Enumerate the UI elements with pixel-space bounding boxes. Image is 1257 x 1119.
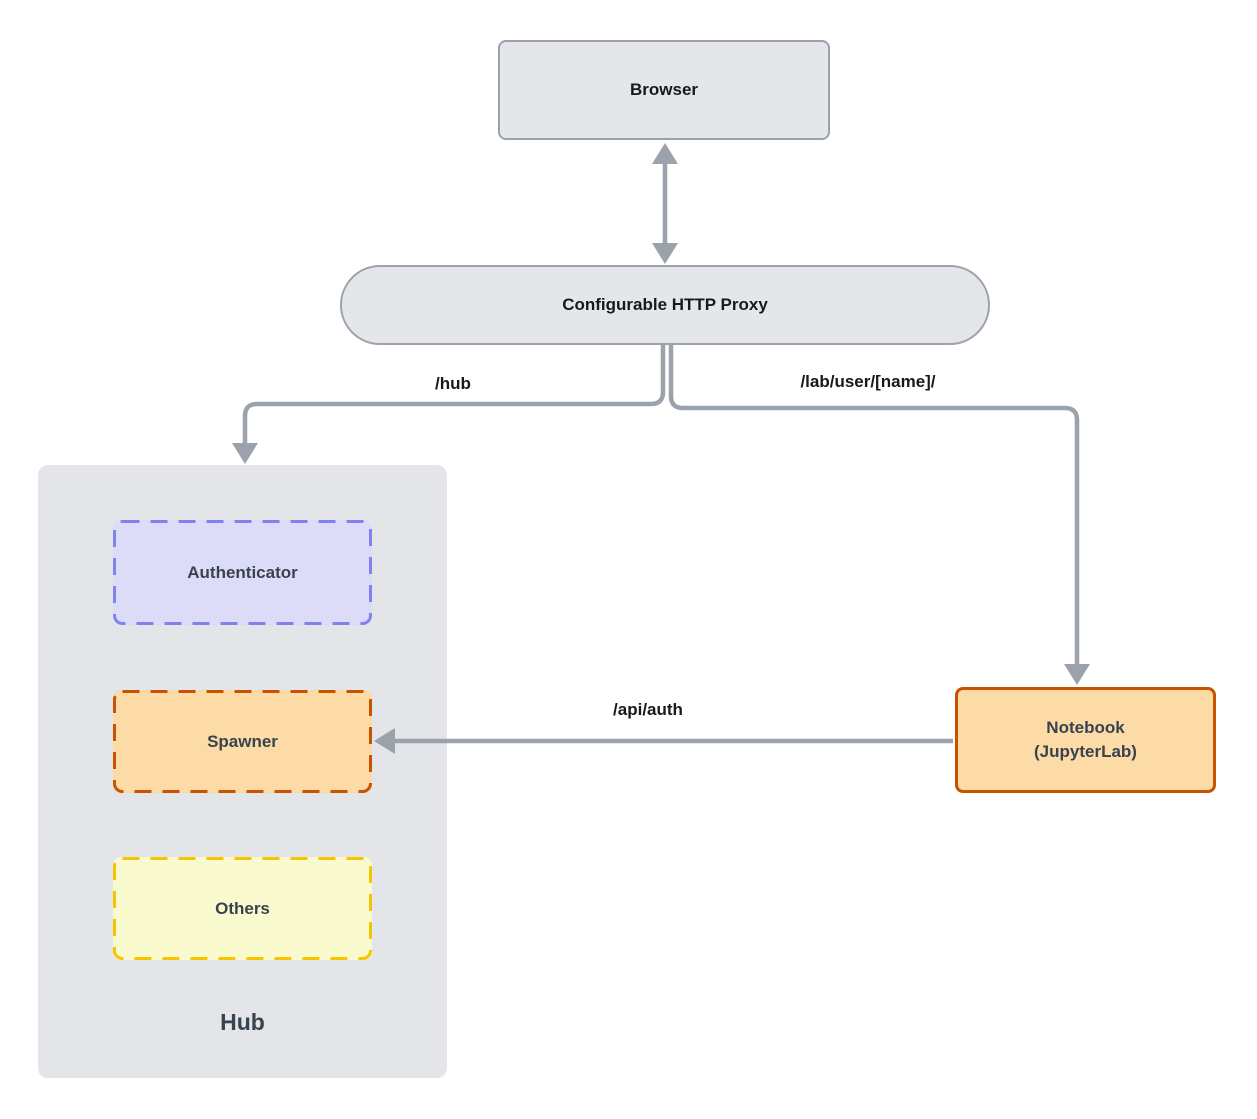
spawner-node-label: Spawner (207, 731, 278, 751)
arrowhead-up-to-browser (652, 143, 678, 164)
arrowhead-left-to-spawner (374, 728, 395, 754)
others-node: Others (113, 857, 372, 960)
notebook-node-label-line2: (JupyterLab) (1034, 742, 1137, 761)
notebook-node-label-line1: Notebook (1046, 718, 1125, 737)
arrowhead-down-to-notebook (1064, 664, 1090, 685)
others-node-label: Others (215, 898, 270, 918)
spawner-node: Spawner (113, 690, 372, 793)
authenticator-node-label: Authenticator (187, 562, 298, 582)
edge-label-hub-route: /hub (435, 374, 471, 393)
edge-proxy-hub-line (242, 345, 666, 446)
edge-proxy-notebook-line (668, 345, 1080, 667)
browser-node: Browser (498, 40, 830, 140)
configurable-http-proxy-node: Configurable HTTP Proxy (340, 265, 990, 345)
hub-container-label: Hub (220, 1009, 265, 1035)
authenticator-node: Authenticator (113, 520, 372, 625)
arrowhead-down-to-proxy (652, 243, 678, 264)
browser-node-label: Browser (629, 80, 699, 99)
arrowhead-down-to-hub (232, 443, 258, 464)
edge-label-lab-user-route: /lab/user/[name]/ (800, 372, 936, 391)
edge-label-api-auth: /api/auth (613, 700, 683, 719)
proxy-node-label: Configurable HTTP Proxy (562, 295, 768, 314)
notebook-jupyterlab-node: Notebook (JupyterLab) (955, 687, 1216, 793)
